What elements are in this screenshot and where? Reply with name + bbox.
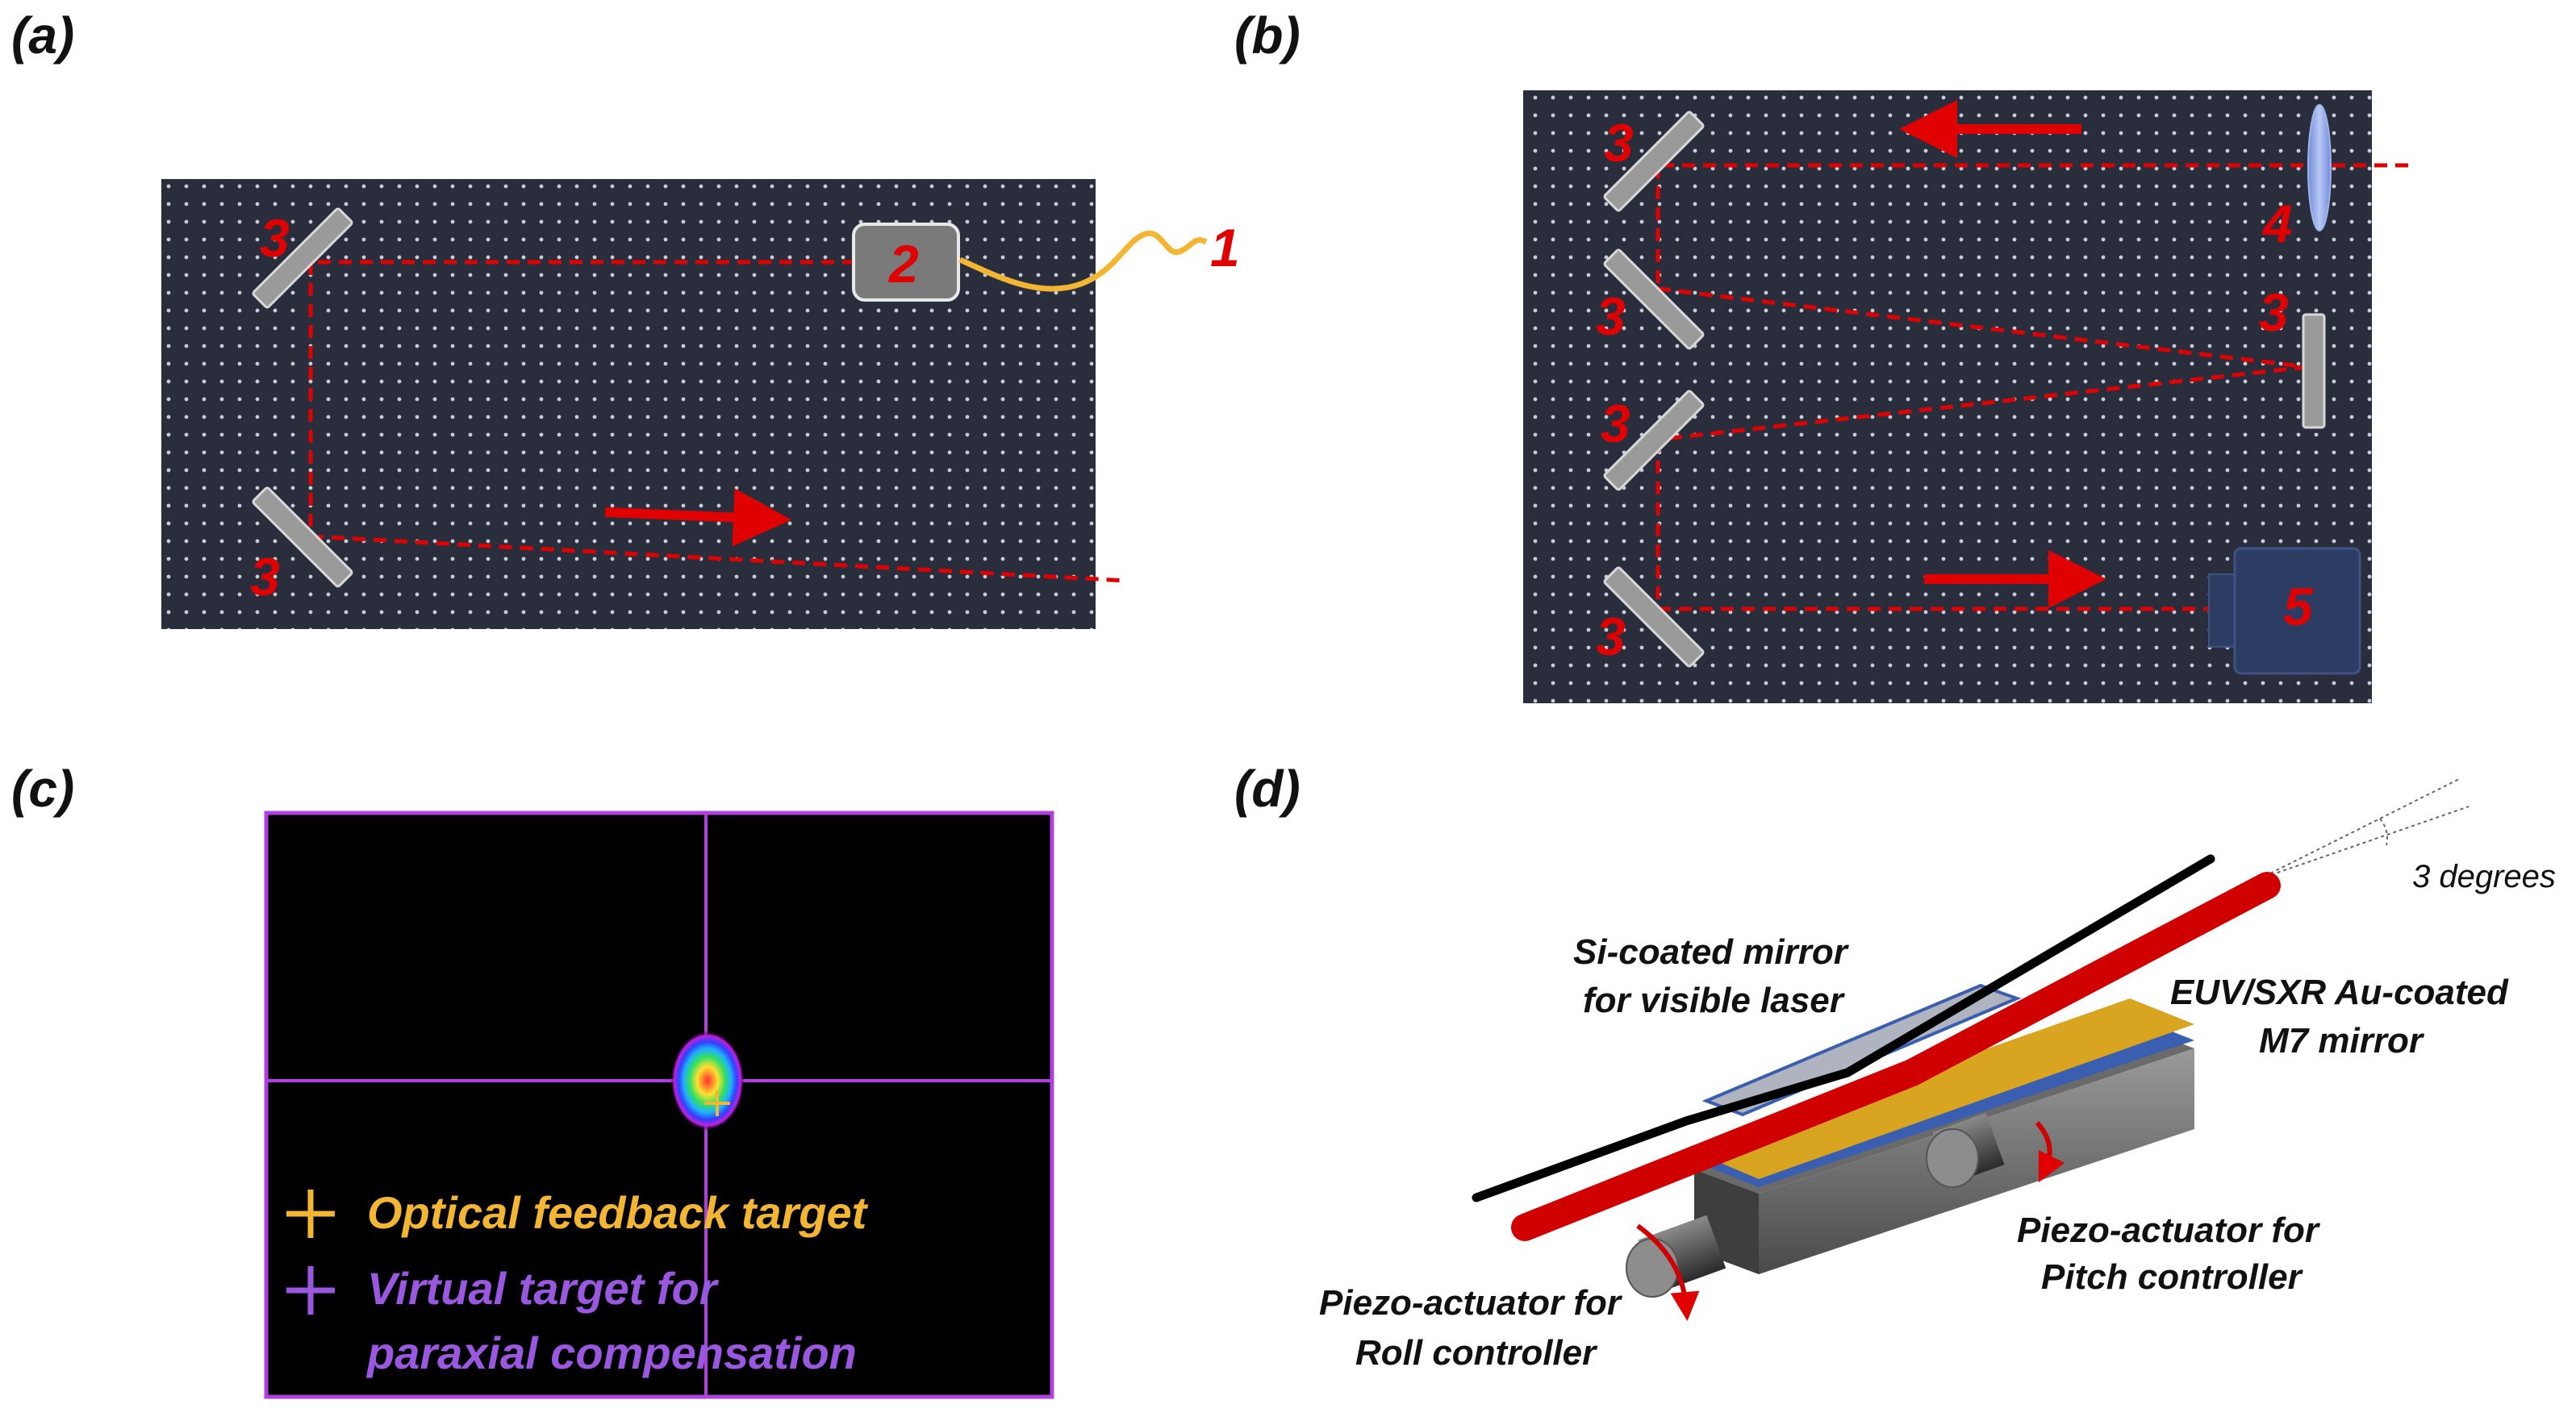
roll-rotation-arrow	[1636, 1223, 1700, 1321]
panel-b-label: (b)	[1234, 6, 1301, 65]
angle-guide-lines	[2258, 777, 2470, 880]
mirror-b-right	[2302, 313, 2326, 429]
mirror-a-bottom	[252, 486, 353, 588]
panel-c-label: (c)	[11, 760, 74, 818]
label-3-b-3: 3	[1601, 394, 1630, 453]
collimator-block	[852, 223, 960, 302]
si-mirror-label-line2: for visible laser	[1583, 981, 1846, 1020]
label-2-collimator: 2	[887, 234, 919, 294]
mirror-b-1	[1603, 110, 1705, 212]
label-5-camera: 5	[2283, 577, 2314, 636]
laser-spot	[670, 1031, 745, 1131]
optical-fiber	[958, 230, 1208, 292]
label-1-source: 1	[1210, 218, 1240, 277]
label-3-b-1: 3	[1604, 113, 1634, 173]
label-3-mirror-top: 3	[260, 208, 290, 268]
laser-beam-path-b	[1655, 163, 2408, 611]
label-4-lens: 4	[2261, 194, 2293, 253]
label-3-b-4: 3	[1596, 606, 1626, 666]
visible-laser-beam	[1472, 854, 2215, 1202]
direction-arrow-a	[604, 488, 791, 547]
mirror-a-top	[252, 207, 353, 309]
pitch-actuator	[1926, 1113, 2005, 1188]
panel-b: (b) 3 3 3	[1234, 6, 2408, 703]
panel-a: (a) 1 2 3 3	[11, 6, 1240, 629]
au-coated-m7-mirror	[1694, 998, 2194, 1187]
camera-image-frame	[264, 811, 1054, 1399]
mirror-b-2	[1603, 248, 1705, 350]
mirror-b-3	[1603, 390, 1705, 491]
legend-virtual-target-label-line2: paraxial compensation	[365, 1327, 857, 1378]
mirror-b-4	[1603, 566, 1705, 668]
label-3-b-2: 3	[1596, 286, 1626, 346]
focusing-lens	[2307, 104, 2332, 231]
au-mirror-label-line2: M7 mirror	[2259, 1021, 2425, 1061]
roll-actuator-label-line1: Piezo-actuator for	[1319, 1283, 1623, 1323]
pitch-actuator-label-line1: Piezo-actuator for	[2017, 1211, 2321, 1250]
label-3-mirror-bottom: 3	[250, 547, 280, 606]
panel-c: (c) Optical feedback target Virtual targ…	[11, 760, 1054, 1399]
roll-actuator-label-line2: Roll controller	[1355, 1333, 1598, 1373]
legend-yellow-cross-icon	[286, 1190, 335, 1238]
panel-a-label: (a)	[11, 6, 74, 65]
camera-detector	[2208, 547, 2361, 675]
legend-purple-cross-icon	[286, 1266, 335, 1315]
au-mirror-label-line1: EUV/SXR Au-coated	[2170, 973, 2509, 1012]
euv-beam	[1511, 872, 2281, 1241]
si-mirror-label-line1: Si-coated mirror	[1573, 932, 1850, 972]
label-3-b-right: 3	[2259, 282, 2289, 342]
pitch-rotation-arrow	[2035, 1121, 2065, 1183]
pitch-actuator-label-line2: Pitch controller	[2041, 1257, 2304, 1297]
legend-virtual-target-label-line1: Virtual target for	[367, 1263, 720, 1314]
laser-beam-path-a	[308, 260, 1126, 583]
optical-feedback-target-marker	[704, 1090, 730, 1116]
panel-d-label: (d)	[1234, 760, 1301, 818]
panel-d: (d) 3 degrees	[1234, 760, 2556, 1373]
angle-label: 3 degrees	[2412, 859, 2556, 894]
legend-optical-feedback-label: Optical feedback target	[367, 1187, 869, 1238]
